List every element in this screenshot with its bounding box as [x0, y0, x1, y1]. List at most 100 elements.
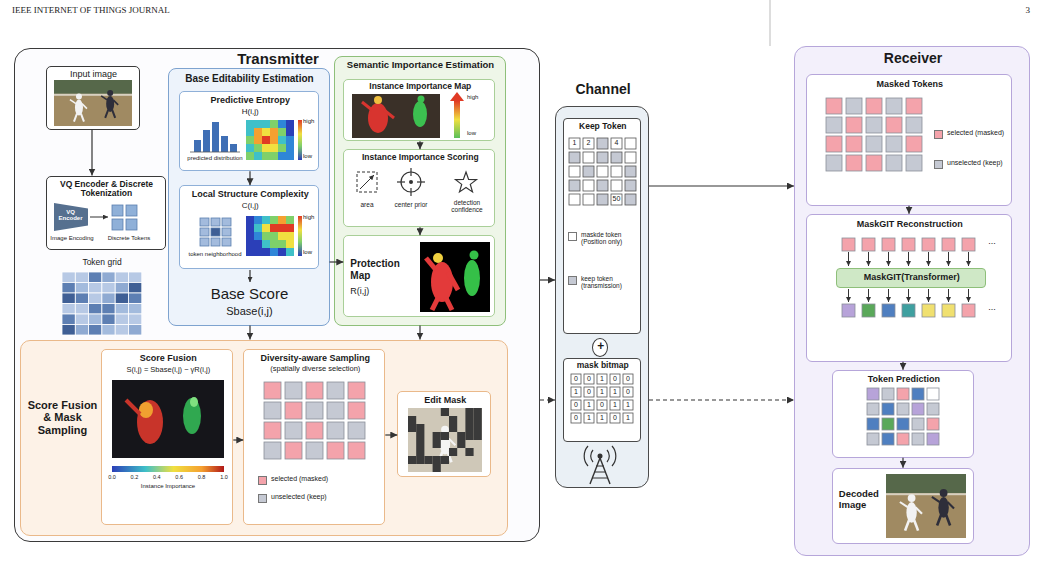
bitmap-grid — [571, 387, 581, 397]
token-grid — [129, 325, 142, 336]
label-text: low — [467, 130, 495, 137]
label-text: ... — [980, 302, 1004, 312]
maskgit-io — [962, 238, 975, 251]
scoring-icons — [360, 175, 374, 189]
maskgit-io — [908, 252, 909, 266]
complexity-heatmap — [286, 216, 294, 224]
decoded-photo — [905, 520, 909, 530]
entropy-heatmap — [278, 144, 286, 152]
entropy-heatmap — [246, 152, 254, 160]
keep-token-grid — [597, 138, 608, 149]
header-text: 3 — [990, 5, 1030, 15]
masked-token-grid — [906, 155, 922, 171]
transformer-bar: MaskGIT(Transformer) — [836, 268, 986, 288]
keep-token-grid — [569, 180, 580, 191]
edit-mask-image — [441, 456, 449, 464]
edit-mask-image — [433, 464, 441, 472]
prediction-grid — [912, 388, 924, 400]
diversity-grid — [264, 382, 281, 399]
entropy-heatmap — [246, 136, 254, 144]
decoded-photo — [948, 502, 955, 509]
prediction-grid — [912, 403, 924, 415]
diversity-grid — [327, 422, 344, 439]
label-text: 1 — [597, 375, 607, 383]
trapezoid-shape — [54, 203, 88, 231]
decoded-photo — [946, 515, 950, 525]
edit-mask-image — [433, 434, 441, 439]
label-text: 0 — [623, 375, 633, 383]
box-title: Keep Token — [564, 122, 642, 132]
keep-token-grid — [583, 194, 594, 205]
entropy-heatmap — [246, 120, 302, 160]
process-box: MaskGIT ReconstructionMaskGIT(Transforme… — [806, 214, 1012, 362]
complexity-heatmap — [254, 232, 262, 240]
edit-mask-image — [449, 439, 456, 446]
fusion-heatmap — [139, 402, 153, 418]
scoring-icons — [410, 168, 411, 176]
box-title: Protection Map — [350, 258, 416, 281]
complexity-heatmap — [254, 216, 262, 224]
token-grid — [62, 314, 75, 325]
maskgit-io — [848, 289, 849, 302]
entropy-heatmap — [286, 152, 294, 160]
complexity-heatmap — [246, 224, 254, 232]
bitmap-grid — [571, 400, 581, 410]
masked-token-grid — [866, 155, 882, 171]
edit-mask-image — [440, 434, 450, 455]
entropy-heatmap — [246, 120, 254, 128]
prediction-grid — [882, 418, 894, 430]
edit-mask-image — [441, 408, 449, 416]
legend-swatch — [568, 232, 577, 241]
keep-token-grid — [611, 152, 622, 163]
entropy-heatmap — [254, 144, 262, 152]
prediction-grid — [927, 433, 939, 445]
box-text: C(i,j) — [180, 201, 320, 210]
scoring-icons — [410, 188, 411, 196]
edit-mask-image — [449, 448, 457, 456]
diversity-grid — [348, 402, 365, 419]
arrow-connector — [330, 261, 344, 262]
process-box: Protection MapR(i,j) — [343, 235, 495, 317]
bitmap-grid — [597, 413, 607, 423]
complexity-heatmap — [270, 240, 278, 248]
score-arrow — [249, 270, 250, 282]
input-photo — [54, 80, 132, 126]
entropy-heatmap — [270, 128, 278, 136]
maskgit-io — [928, 252, 929, 266]
token-icon — [112, 205, 137, 230]
prediction-grid — [882, 388, 894, 400]
fusion-heatmap — [112, 466, 224, 472]
label-text: high — [303, 118, 320, 125]
edit-mask-image — [433, 432, 441, 440]
diversity-grid — [264, 422, 281, 439]
keep-token-grid — [625, 194, 636, 205]
maskgit-io — [868, 252, 869, 266]
complexity-heatmap — [270, 224, 278, 232]
neighborhood-grid — [200, 218, 231, 246]
edit-mask-image — [474, 416, 482, 424]
label-text: 1 — [584, 401, 594, 409]
token-grid — [115, 304, 128, 315]
keep-token-grid — [597, 180, 608, 191]
diversity-grid — [306, 442, 323, 459]
complexity-heatmap — [254, 240, 262, 248]
diversity-grid — [264, 382, 365, 459]
diversity-grid — [327, 402, 344, 419]
label-text: 1 — [584, 414, 594, 422]
prediction-grid — [927, 418, 939, 430]
maskgit-io — [942, 304, 955, 317]
complexity-heatmap — [270, 248, 278, 256]
input-photo — [54, 80, 132, 94]
label-text: Instance Importance — [108, 483, 228, 490]
edit-mask-image — [465, 432, 473, 440]
maskgit-io — [842, 304, 855, 317]
channel-panel: ChannelKeep Token+mask bitmap — [555, 106, 649, 488]
masked-token-grid — [906, 136, 922, 152]
label-text: 0 — [571, 375, 581, 383]
edit-mask-image — [408, 416, 416, 424]
importance-map — [362, 102, 372, 110]
bitmap-grid — [623, 374, 633, 384]
protection-map — [433, 253, 443, 263]
complexity-heatmap — [270, 232, 278, 240]
protection-map — [470, 251, 479, 260]
